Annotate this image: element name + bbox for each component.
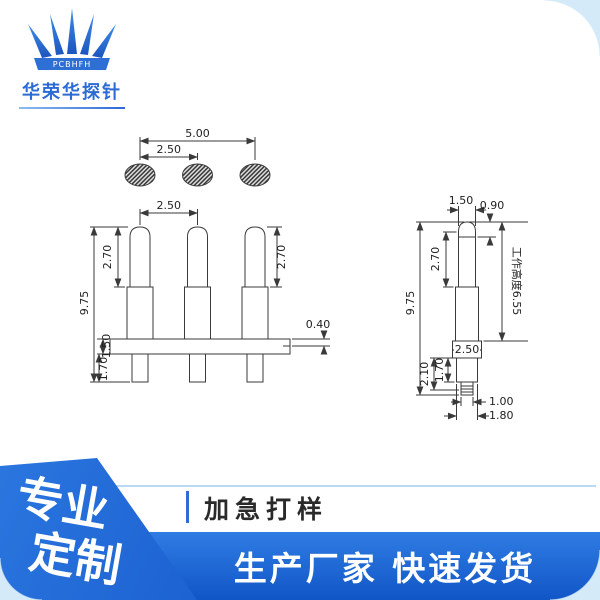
front-view: [109, 226, 291, 383]
side-view-dims: [416, 206, 528, 420]
dim-front-overall-height: 9.75: [78, 291, 91, 316]
side-tail-upper: [456, 357, 478, 383]
promo-strip-text: 生产厂家 快速发货: [233, 549, 537, 588]
dim-top-overall: 5.00: [185, 127, 210, 140]
pin3-tail: [246, 353, 264, 383]
headline-text: 专业 定制: [4, 469, 134, 593]
crown-logo-icon: PCBHFH: [28, 8, 116, 70]
pad-1: [124, 163, 156, 187]
dim-side-tail-length: 1.70: [433, 358, 446, 383]
dim-side-tip-width: 1.50: [449, 194, 474, 207]
pin2-barrel: [184, 286, 211, 340]
dim-side-lower-length: 2.10: [418, 362, 431, 387]
tag-divider: [186, 491, 189, 523]
flange-plate: [109, 338, 291, 355]
dim-front-pitch: 2.50: [157, 199, 182, 212]
side-plunger: [458, 221, 476, 288]
pad-3: [239, 163, 271, 187]
dim-side-tail-width: 1.80: [489, 409, 514, 422]
dim-top-pitch: 2.50: [157, 143, 182, 156]
pin1-plunger: [129, 226, 151, 288]
promo-divider-line: [112, 485, 596, 487]
dim-front-step: 0.40: [306, 318, 331, 331]
pin2-plunger: [187, 226, 208, 288]
logo-underline: [19, 107, 125, 109]
logo-mark-text: PCBHFH: [53, 60, 92, 69]
front-view-dims: [90, 209, 330, 383]
pin1-tail: [131, 353, 149, 383]
dim-side-tip-height: 0.90: [480, 199, 505, 212]
dim-side-tail-tip-width: 1.00: [489, 395, 514, 408]
promo-tag-text: 加急打样: [204, 495, 329, 524]
dim-front-tail-length: 1.70: [97, 357, 110, 382]
side-barrel: [455, 286, 479, 342]
dim-side-overall-height: 9.75: [404, 291, 417, 316]
dim-front-plunger-left: 2.70: [101, 245, 114, 270]
crown-spikes: [28, 8, 116, 58]
dim-front-plunger-right: 2.70: [275, 245, 288, 270]
pin1-barrel: [126, 286, 154, 340]
pad-2: [182, 163, 213, 187]
pin3-barrel: [241, 286, 269, 340]
top-view: [124, 137, 271, 187]
logo-ribbon: [34, 58, 110, 70]
dim-front-flange-thickness: 1.50: [100, 334, 113, 359]
dim-side-working-height: 工作高度6.55: [510, 247, 524, 316]
brand-logo: PCBHFH 华荣华探针: [14, 8, 130, 109]
dim-side-flange-width: 2.50: [455, 343, 480, 356]
pin3-plunger: [244, 226, 266, 288]
dim-side-plunger: 2.70: [429, 247, 442, 272]
dimension-labels: 5.00 2.50 2.50 2.70 2.70 9.75 1.50 1.70 …: [78, 127, 524, 422]
side-view: [452, 221, 482, 396]
promo-strip: 生产厂家 快速发货: [128, 532, 600, 600]
company-name: 华荣华探针: [22, 82, 122, 103]
pin2-tail: [189, 353, 206, 383]
